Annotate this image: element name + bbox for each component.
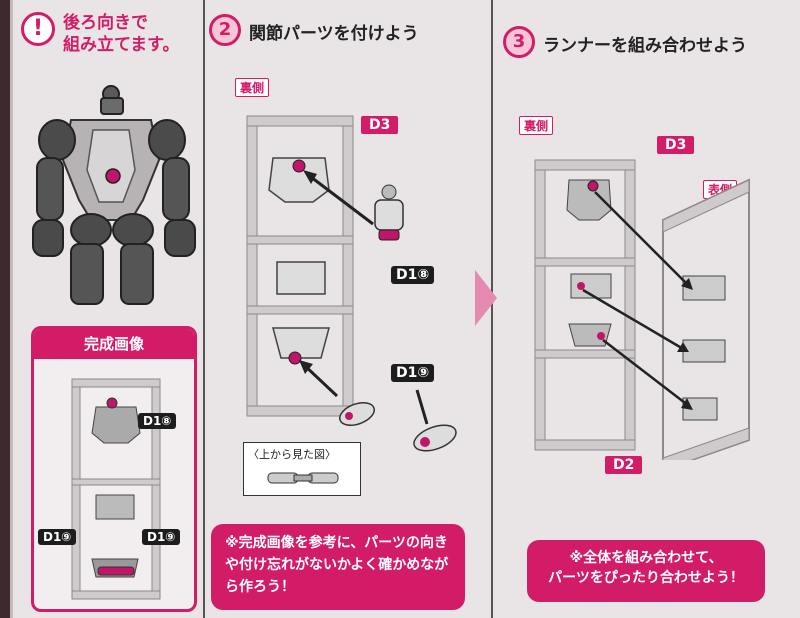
next-step-arrow-icon	[475, 270, 497, 326]
column-divider-1	[203, 0, 205, 618]
step-3-note-line-1: ※全体を組み合わせて、	[569, 550, 723, 566]
step-3-runner-illustration	[534, 159, 750, 460]
robot-back-illustration	[32, 85, 196, 305]
step-3-number: 3	[503, 26, 535, 58]
instruction-sheet: ! 後ろ向きで 組み立てます。 完成画像	[10, 0, 800, 618]
step-3-header: 3 ランナーを組み合わせよう	[503, 26, 800, 66]
step-2-part-tag-d1-9: D1⑨	[391, 364, 435, 382]
step-2-back-label: 裏側	[235, 78, 270, 97]
caution-note: ! 後ろ向きで 組み立てます。	[21, 8, 211, 60]
top-view-label: 〈上から見た図〉	[248, 448, 336, 461]
step-2-runner-illustration	[246, 115, 404, 426]
step-2-runner-tag-d3: D3	[361, 116, 399, 134]
exclamation-icon: !	[21, 12, 55, 46]
step-3-runner-tag-d3: D3	[657, 136, 695, 154]
step-3-note: ※全体を組み合わせて、 パーツをぴったり合わせよう！	[527, 540, 765, 602]
top-view-box: 〈上から見た図〉	[243, 442, 361, 496]
top-view-joint-diagram	[267, 472, 339, 484]
caution-line-1: 後ろ向きで	[63, 13, 148, 33]
step-2-header: 2 関節パーツを付けよう	[209, 14, 489, 54]
step-3-back-label: 裏側	[519, 116, 554, 135]
step-3-note-line-2: パーツをぴったり合わせよう！	[548, 570, 744, 586]
caution-text: 後ろ向きで 組み立てます。	[63, 12, 213, 56]
step-2-note: ※完成画像を参考に、パーツの向きや付け忘れがないかよく確かめながら作ろう！	[211, 524, 465, 610]
step-2-joint-part-d1-9	[413, 389, 457, 452]
caution-line-2: 組み立てます。	[63, 35, 180, 55]
completed-runner-illustration	[71, 378, 161, 600]
step-2-title: 関節パーツを付けよう	[249, 24, 419, 44]
completed-image-panel: 完成画像 D1⑧ D1⑨ D1⑨	[31, 326, 197, 612]
step-2-part-tag-d1-8: D1⑧	[391, 266, 435, 284]
step-3-title: ランナーを組み合わせよう	[543, 36, 747, 56]
part-tag-d1-9-left: D1⑨	[38, 529, 77, 545]
part-tag-d1-9-right: D1⑨	[142, 529, 181, 545]
part-tag-d1-8: D1⑧	[138, 413, 177, 429]
step-2-number: 2	[209, 14, 241, 46]
completed-image-title: 完成画像	[34, 329, 194, 359]
step-3-runner-tag-d2: D2	[605, 456, 643, 474]
